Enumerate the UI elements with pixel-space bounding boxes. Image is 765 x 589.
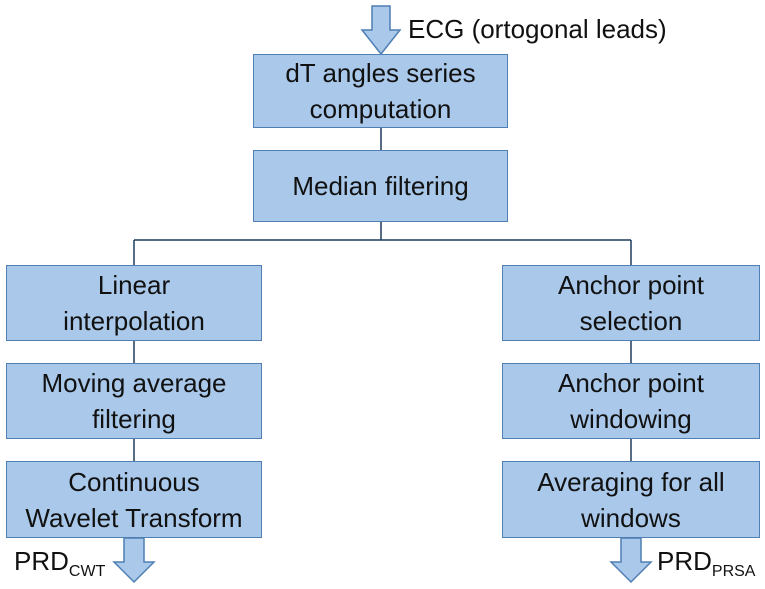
output-label-cwt-sub: CWT <box>68 563 106 580</box>
output-arrow-left <box>112 537 156 584</box>
output-label-cwt-main: PRD <box>14 546 69 576</box>
anchor-windowing-box: Anchor point windowing <box>502 363 760 439</box>
input-arrow <box>360 5 402 56</box>
dt-angles-box: dT angles series computation <box>253 54 508 128</box>
cwt-box: Continuous Wavelet Transform <box>6 461 262 538</box>
output-label-prsa-main: PRD <box>657 546 712 576</box>
output-label-prsa-sub: PRSA <box>711 563 756 580</box>
linear-interpolation-box: Linear interpolation <box>6 265 262 341</box>
output-arrow-right <box>609 537 653 584</box>
output-label-prsa: PRDPRSA <box>657 546 755 587</box>
input-label: ECG (ortogonal leads) <box>408 14 667 44</box>
anchor-selection-box: Anchor point selection <box>502 265 760 341</box>
averaging-box: Averaging for all windows <box>502 461 760 538</box>
moving-average-box: Moving average filtering <box>6 363 262 439</box>
median-filtering-box: Median filtering <box>253 150 508 222</box>
output-label-cwt: PRDCWT <box>14 546 105 587</box>
